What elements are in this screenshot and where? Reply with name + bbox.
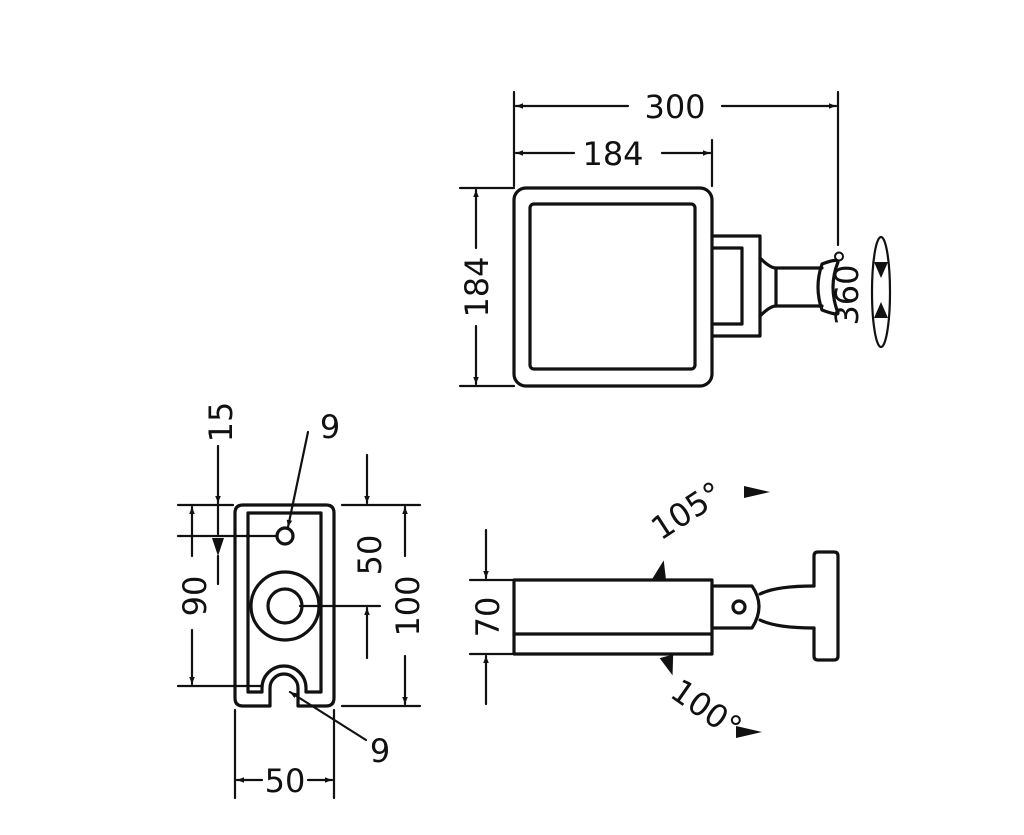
support-arm: [758, 256, 824, 318]
tilt-down-indicator: 100°: [659, 654, 762, 747]
tilt-down-arrow-start: [659, 654, 674, 676]
rotation-arrow-bottom: [874, 302, 888, 318]
center-hole: [266, 587, 304, 625]
dim-label-300: 300: [644, 88, 705, 126]
swivel-joint: [816, 258, 840, 316]
dim-label-9-bottom: 9: [370, 732, 390, 770]
end-view: 15 9 90 50 100 9: [176, 402, 427, 800]
tilt-up-arrow-end: [744, 486, 770, 498]
dimension-top-offset: 15: [202, 402, 240, 536]
dim-label-15: 15: [202, 402, 240, 443]
dim-label-184-vertical: 184: [458, 256, 496, 317]
side-view: 70 105° 100°: [468, 474, 840, 747]
side-arm: [758, 584, 816, 630]
end-plate-inner: [246, 511, 323, 694]
dim-arrow-15-lower: [212, 538, 224, 556]
wall-mount-plate: [812, 550, 840, 662]
dimension-upper-height: 50: [351, 453, 389, 660]
dim-label-184-horizontal: 184: [582, 135, 643, 173]
side-body: [512, 578, 714, 656]
dimension-width: 50: [235, 762, 334, 800]
tilt-down-arrow-end: [736, 726, 762, 738]
rotation-arc: [870, 235, 892, 349]
hinge-bracket-inner: [710, 246, 744, 326]
dim-label-360: 360°: [828, 248, 866, 325]
tilt-up-arrow-start: [652, 560, 667, 582]
dimension-slot: 9: [288, 690, 390, 770]
dimension-total-height: 100: [389, 505, 427, 706]
tilt-up-indicator: 105°: [644, 474, 770, 582]
rotation-indicator: 360°: [828, 235, 892, 349]
dim-label-100: 100: [389, 575, 427, 636]
square-head-outer: [512, 186, 714, 388]
rotation-arrow-top: [874, 262, 888, 278]
small-mounting-hole: [275, 526, 295, 546]
hinge-pin: [731, 599, 747, 615]
dim-label-70: 70: [469, 597, 507, 638]
dimension-hole-spacing: 90: [176, 505, 224, 686]
dim-label-50-vertical: 50: [351, 535, 389, 576]
dimension-overall-width: 300: [514, 88, 838, 126]
dim-label-9-top: 9: [320, 408, 340, 446]
dim-label-90: 90: [176, 576, 214, 617]
square-head-inner: [528, 202, 697, 371]
dimension-side-height: 70: [468, 528, 514, 706]
dimension-head-width: 184: [514, 135, 712, 173]
dim-label-105: 105°: [644, 474, 729, 548]
dimension-small-hole: 9: [286, 408, 340, 529]
dim-label-50-horizontal: 50: [265, 762, 306, 800]
side-hinge-block: [710, 584, 761, 630]
hinge-bracket: [710, 234, 762, 338]
end-plate-outer: [233, 503, 336, 708]
top-view: 300 184 184 360°: [458, 88, 892, 388]
dimension-head-height: 184: [458, 188, 496, 386]
